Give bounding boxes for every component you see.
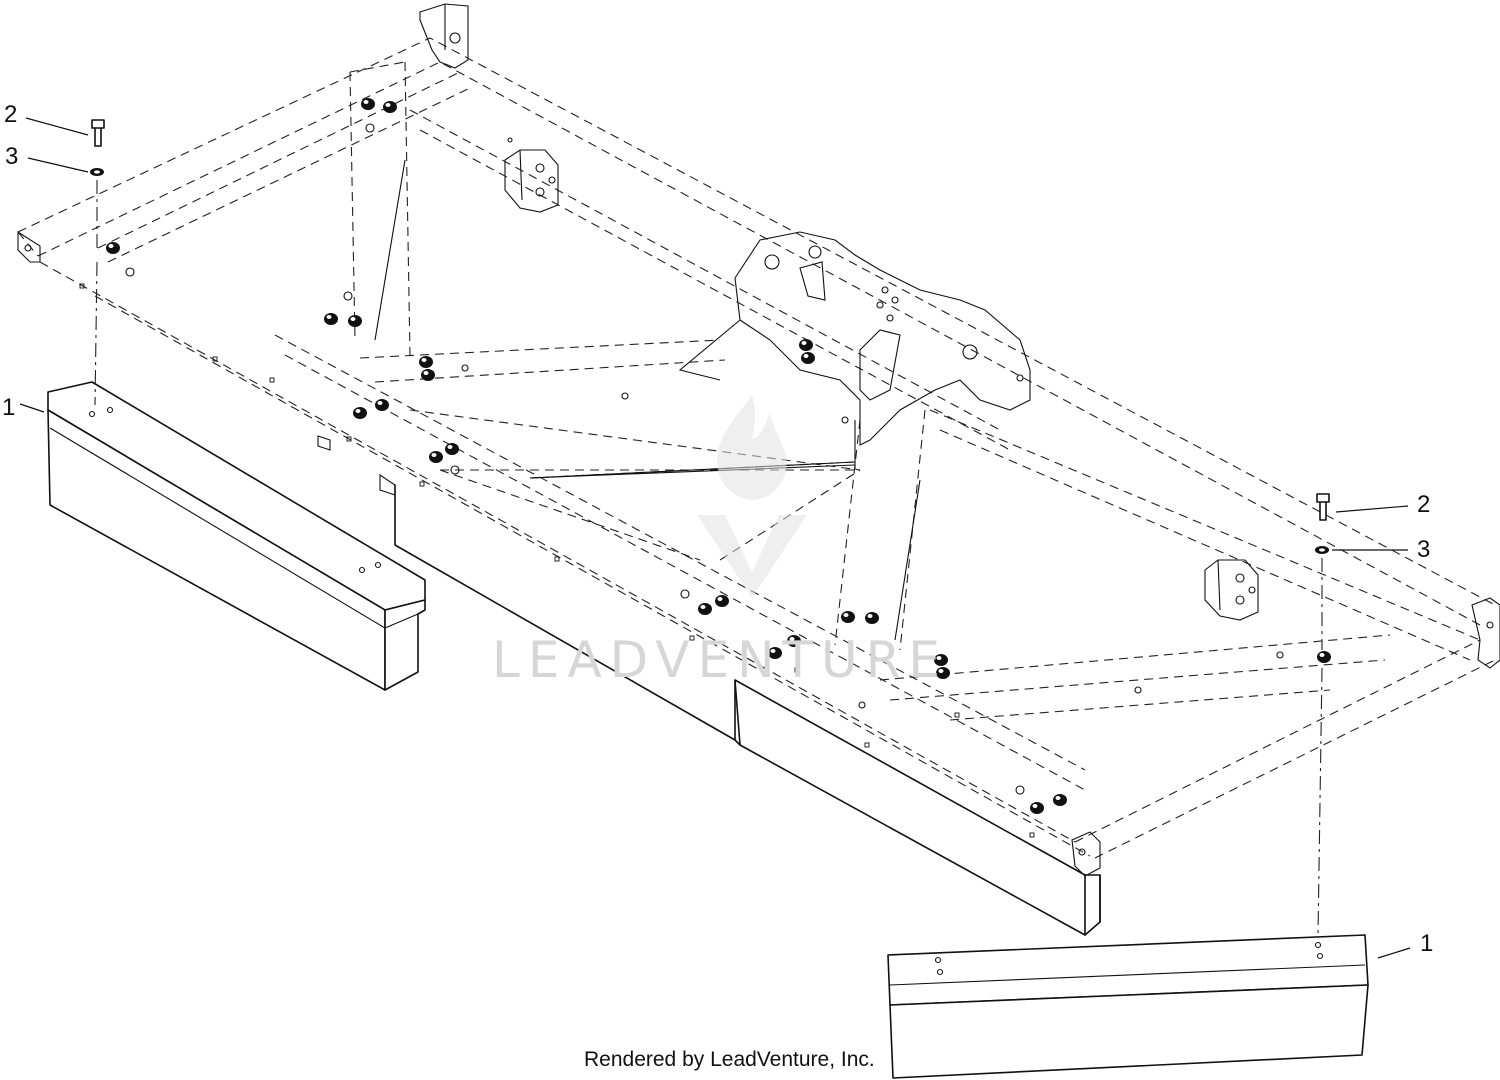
washer-left (90, 168, 104, 176)
nut (865, 612, 879, 624)
weight-panel-right (887, 934, 1369, 1079)
callout-3-right: 3 (1417, 536, 1430, 563)
center-counterweight-blocks (317, 435, 1101, 936)
nut (1030, 802, 1044, 814)
assembly-line-right (1317, 558, 1323, 936)
nut (429, 451, 443, 463)
nut (353, 407, 367, 419)
left-frame-end (17, 230, 41, 263)
nut (445, 443, 459, 455)
nut (383, 101, 397, 113)
nut (936, 667, 950, 679)
nut (715, 595, 729, 607)
nut (419, 356, 433, 368)
center-pivot-tower (678, 231, 1031, 446)
right-frame-end (1471, 597, 1500, 669)
assembly-line-left (94, 180, 98, 406)
rendered-by-credit: Rendered by LeadVenture, Inc. (584, 1048, 875, 1071)
bolt-left (91, 119, 105, 147)
nut (348, 315, 362, 327)
nut (801, 352, 815, 364)
nut (768, 647, 782, 659)
leadventure-flame-logo-icon (697, 395, 807, 598)
nut (375, 399, 389, 411)
upper-hinge-bracket (504, 149, 559, 213)
top-rear-bracket (419, 3, 469, 69)
callout-1-left: 1 (2, 394, 15, 421)
nut (1317, 651, 1331, 663)
nut (698, 603, 712, 615)
nut (799, 339, 813, 351)
watermark-text: LEADVENTURE (492, 631, 948, 689)
callout-leaders (19, 117, 1411, 959)
nut (1053, 794, 1067, 806)
nut (106, 242, 120, 254)
weight-panel-left (47, 381, 426, 691)
nut (421, 369, 435, 381)
nut (934, 654, 948, 666)
frame-solid-edges (374, 159, 921, 641)
callout-3-left: 3 (5, 143, 18, 170)
hex-nuts (106, 98, 1331, 814)
frame-holes (79, 123, 1284, 838)
washer-right (1315, 546, 1329, 554)
nut (324, 313, 338, 325)
frame-outline (17, 37, 1496, 859)
nut (841, 611, 855, 623)
callout-2-right: 2 (1417, 491, 1430, 518)
callout-2-left: 2 (4, 101, 17, 128)
bolt-right (1316, 493, 1330, 521)
nut (361, 98, 375, 110)
lower-hinge-bracket (1204, 559, 1259, 621)
nut (787, 635, 801, 647)
callout-1-right: 1 (1420, 930, 1433, 957)
front-corner-bracket (1071, 831, 1101, 877)
